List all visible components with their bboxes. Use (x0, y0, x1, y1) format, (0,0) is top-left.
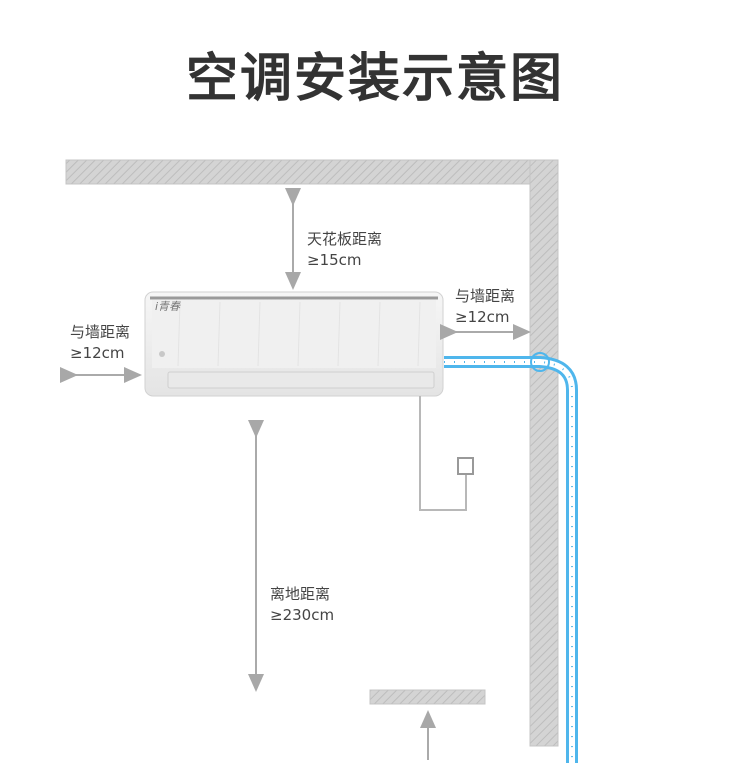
ceiling-distance-label: 天花板距离 ≥15cm (307, 229, 382, 271)
ac-unit (144, 291, 444, 397)
drain-pipe (444, 352, 578, 763)
side-wall (529, 159, 559, 747)
floor-distance-label: 离地距离 ≥230cm (270, 584, 334, 626)
left-wall-distance-value: ≥12cm (70, 344, 125, 362)
ceiling-distance-value: ≥15cm (307, 251, 362, 269)
power-socket (457, 457, 474, 475)
left-wall-distance-name: 与墙距离 (70, 323, 131, 341)
ceiling-wall (65, 159, 559, 185)
power-cord (419, 396, 467, 511)
page-title: 空调安装示意图 (185, 49, 564, 109)
floor-marker (369, 689, 486, 705)
right-wall-distance-name: 与墙距离 (455, 287, 516, 305)
right-wall-distance-label: 与墙距离 ≥12cm (455, 286, 515, 328)
floor-distance-name: 离地距离 (270, 585, 331, 603)
right-wall-distance-value: ≥12cm (455, 308, 510, 326)
left-wall-distance-label: 与墙距离 ≥12cm (70, 322, 130, 364)
floor-distance-value: ≥230cm (270, 606, 335, 624)
ceiling-distance-name: 天花板距离 (307, 230, 383, 248)
ac-brand-logo: i青春 (155, 300, 181, 313)
